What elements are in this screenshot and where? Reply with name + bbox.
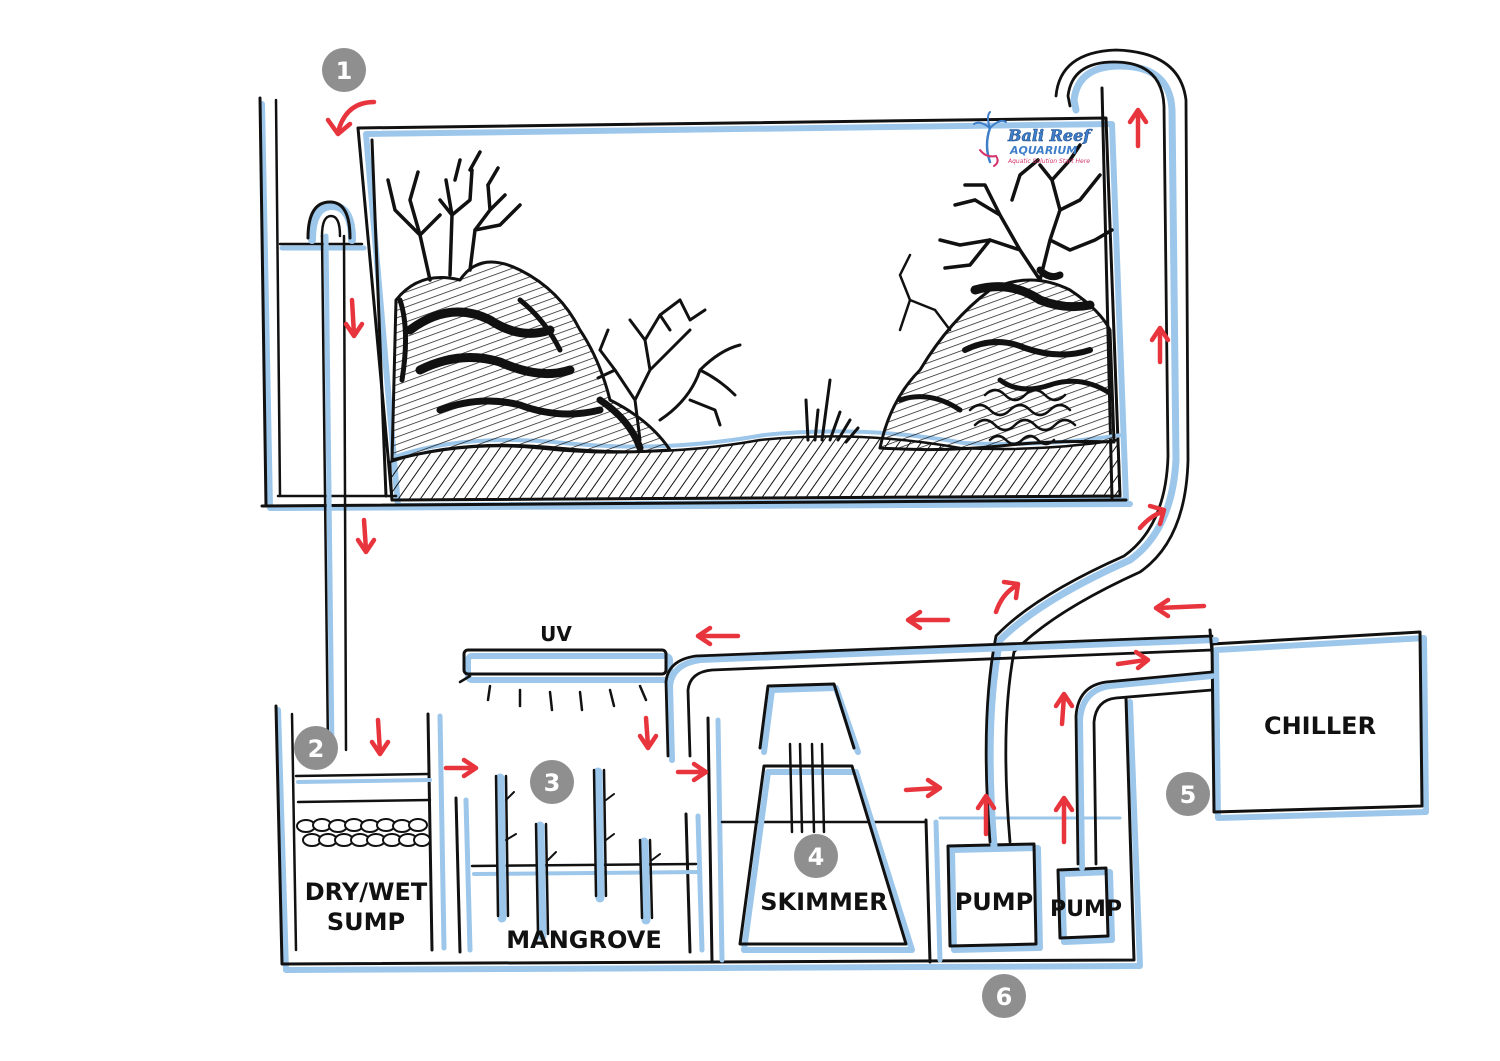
coral-left	[386, 150, 522, 282]
coral-lower-right	[898, 253, 1077, 446]
flow-arrow	[1149, 325, 1171, 365]
watermark-brand: Bali Reef	[1007, 126, 1093, 145]
sump	[274, 696, 1143, 973]
pump-label-1: PUMP	[955, 888, 1034, 916]
skimmer-label: SKIMMER	[760, 888, 887, 916]
step-badge: 6	[982, 974, 1026, 1018]
sump-label: SUMP	[327, 908, 405, 936]
protein-skimmer	[738, 682, 915, 953]
mangrove-label: MANGROVE	[506, 926, 661, 954]
bali-reef-watermark: Bali Reef AQUARIUM Aquatic Solution Star…	[973, 111, 1094, 167]
svg-text:4: 4	[808, 843, 825, 871]
flow-arrow	[905, 609, 951, 631]
flow-arrow	[1153, 597, 1207, 619]
watermark-tagline: Aquatic Solution Start Here	[1007, 158, 1090, 165]
live-rock-left	[390, 260, 672, 462]
flow-arrow	[675, 761, 709, 783]
flow-arrows	[325, 99, 1207, 845]
flow-arrow	[343, 297, 365, 339]
flow-arrow	[1053, 691, 1075, 727]
flow-arrow	[993, 579, 1021, 615]
uv-label: UV	[540, 622, 572, 646]
coral-right	[938, 143, 1114, 282]
flow-arrow	[1137, 503, 1167, 531]
filter-media	[296, 818, 431, 847]
coral-center	[596, 298, 742, 442]
palm-logo-icon	[973, 111, 1007, 167]
flow-arrow	[975, 793, 997, 837]
step-badge: 3	[530, 760, 574, 804]
svg-text:5: 5	[1180, 781, 1197, 809]
chiller-unit	[1210, 630, 1429, 821]
step-badge: 1	[322, 48, 366, 92]
flow-arrow	[637, 715, 659, 751]
flow-arrow	[903, 777, 943, 799]
flow-arrow	[695, 625, 741, 647]
flow-arrow	[355, 517, 377, 555]
flow-arrow	[369, 717, 391, 757]
plumbing	[664, 48, 1219, 871]
step-badge: 4	[794, 834, 838, 878]
flow-arrow	[1053, 795, 1075, 845]
watermark-aquarium: AQUARIUM	[1009, 144, 1077, 157]
step-badge: 5	[1166, 772, 1210, 816]
chiller-label: CHILLER	[1264, 712, 1376, 740]
flow-arrow	[1115, 649, 1151, 671]
svg-text:6: 6	[996, 983, 1013, 1011]
step-badges: 1 2 3 4 5 6	[294, 48, 1210, 1018]
overflow-standpipe	[278, 200, 367, 753]
live-rock-right	[878, 266, 1116, 452]
pump-label-2: PUMP	[1050, 897, 1122, 922]
svg-text:3: 3	[544, 769, 561, 797]
pumps	[946, 842, 1115, 953]
step-badge: 2	[294, 726, 338, 770]
component-labels: UV DRY/WET SUMP MANGROVE SKIMMER PUMP PU…	[305, 622, 1376, 954]
dry-wet-label: DRY/WET	[305, 878, 428, 906]
flow-arrow	[443, 757, 479, 779]
seagrass	[804, 378, 860, 444]
mangrove-plants	[494, 767, 661, 941]
svg-text:2: 2	[308, 735, 325, 763]
uv-sterilizer	[458, 648, 673, 712]
svg-text:1: 1	[336, 57, 353, 85]
flow-arrow	[325, 99, 377, 137]
flow-arrow	[1127, 107, 1149, 149]
